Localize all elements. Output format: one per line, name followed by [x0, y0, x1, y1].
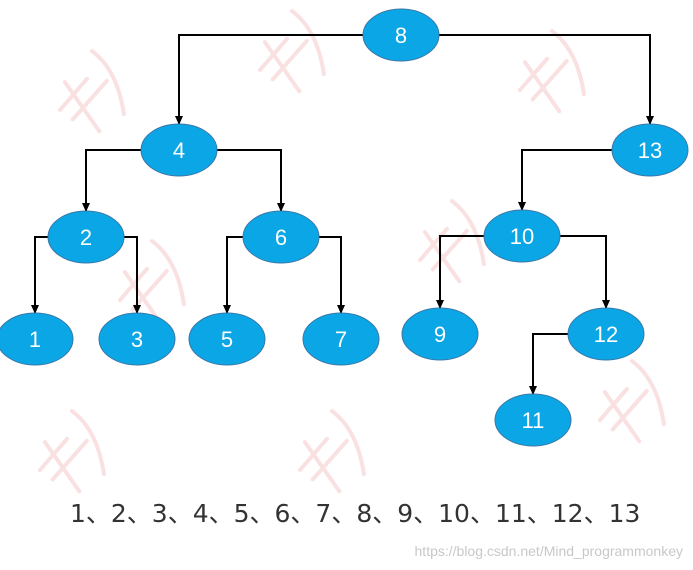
node-label: 4 — [173, 138, 185, 163]
watermark-mark — [118, 239, 186, 324]
edge-8-to-13 — [437, 34, 654, 125]
edge-10-to-12 — [558, 235, 610, 309]
edge-2-to-1 — [31, 236, 50, 314]
tree-node-5: 5 — [188, 312, 266, 366]
node-ellipse — [242, 210, 320, 264]
node-ellipse — [483, 209, 561, 263]
edge-13-to-10 — [518, 149, 614, 211]
node-label: 2 — [80, 225, 92, 250]
watermark-mark — [38, 409, 106, 494]
node-label: 5 — [221, 327, 233, 352]
watermark-url: https://blog.csdn.net/Mind_programmonkey — [414, 543, 683, 559]
watermark-mark — [518, 29, 586, 114]
tree-node-9: 9 — [401, 307, 479, 361]
node-label: 8 — [395, 23, 407, 48]
node-ellipse — [140, 123, 218, 177]
node-label: 11 — [522, 408, 545, 433]
tree-node-7: 7 — [302, 312, 380, 366]
edge-4-to-6 — [215, 149, 285, 212]
edge-12-to-11 — [529, 333, 570, 395]
watermark-mark — [298, 409, 366, 494]
inorder-sequence-caption: 1、2、3、4、5、6、7、8、9、10、11、12、13 — [70, 499, 641, 528]
node-ellipse — [47, 210, 125, 264]
watermark-mark — [58, 49, 126, 134]
node-ellipse — [98, 312, 176, 366]
node-label: 9 — [434, 322, 446, 347]
watermark-mark — [418, 199, 486, 284]
tree-node-11: 11 — [494, 393, 572, 447]
tree-node-2: 2 — [47, 210, 125, 264]
watermark-mark — [258, 9, 326, 94]
node-label: 7 — [335, 327, 347, 352]
node-label: 3 — [131, 327, 143, 352]
tree-edges — [31, 34, 654, 395]
node-ellipse — [401, 307, 479, 361]
edge-4-to-2 — [82, 149, 143, 212]
edge-6-to-7 — [317, 236, 345, 314]
node-ellipse — [494, 393, 572, 447]
node-ellipse — [567, 307, 645, 361]
node-label: 13 — [638, 138, 662, 163]
node-ellipse — [302, 312, 380, 366]
tree-node-1: 1 — [0, 312, 74, 366]
tree-node-6: 6 — [242, 210, 320, 264]
node-label: 12 — [594, 322, 618, 347]
edge-10-to-9 — [436, 235, 486, 309]
node-ellipse — [0, 312, 74, 366]
tree-node-13: 13 — [611, 123, 689, 177]
node-ellipse — [611, 123, 689, 177]
tree-node-12: 12 — [567, 307, 645, 361]
tree-node-8: 8 — [362, 8, 440, 62]
background-watermark — [38, 9, 666, 494]
node-ellipse — [188, 312, 266, 366]
edge-6-to-5 — [223, 236, 245, 314]
tree-node-4: 4 — [140, 123, 218, 177]
node-ellipse — [362, 8, 440, 62]
node-label: 6 — [275, 225, 287, 250]
tree-node-3: 3 — [98, 312, 176, 366]
node-label: 1 — [29, 327, 41, 352]
edge-8-to-4 — [175, 34, 365, 125]
node-label: 10 — [510, 224, 534, 249]
edge-2-to-3 — [122, 236, 141, 314]
watermark-mark — [598, 359, 666, 444]
tree-node-10: 10 — [483, 209, 561, 263]
